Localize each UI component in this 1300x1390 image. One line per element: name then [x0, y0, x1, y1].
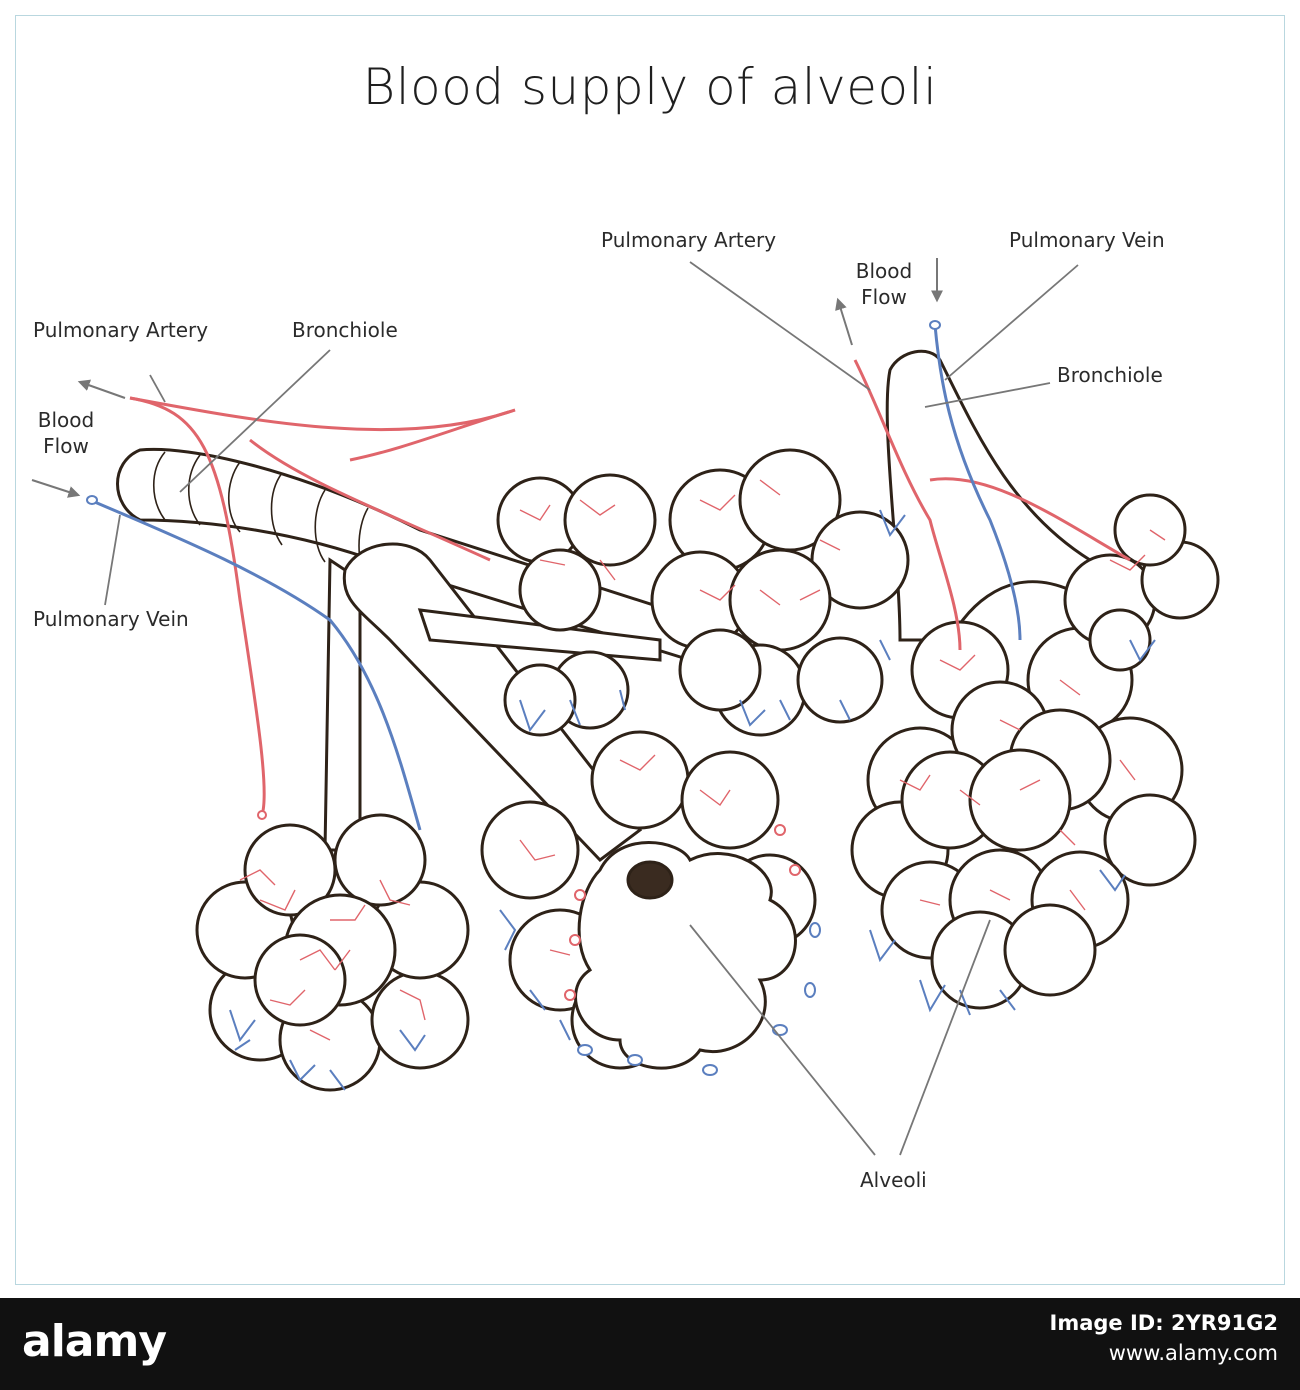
label-right-bronchiole: Bronchiole	[1057, 363, 1163, 387]
site-url: www.alamy.com	[1108, 1341, 1278, 1365]
brand-logo: alamy	[22, 1316, 167, 1367]
label-left-blood-flow: Blood Flow	[37, 408, 95, 458]
watermark-footer: alamy Image ID: 2YR91G2 www.alamy.com	[0, 1298, 1300, 1390]
image-id-block: Image ID: 2YR91G2 www.alamy.com	[1050, 1308, 1278, 1368]
label-right-pulmonary-vein: Pulmonary Vein	[1009, 228, 1165, 252]
image-id: Image ID: 2YR91G2	[1049, 1311, 1278, 1335]
alveoli-cluster-center	[480, 730, 817, 1070]
diagram-title: Blood supply of alveoli	[362, 58, 938, 116]
vein-end-rings	[86, 320, 941, 1076]
alveoli-cluster-right	[850, 620, 1197, 1010]
label-right-pulmonary-artery: Pulmonary Artery	[601, 228, 777, 252]
alveoli-cluster-top-right	[650, 448, 910, 737]
center-branch-tube	[342, 542, 662, 862]
artery-end-rings	[257, 810, 801, 1001]
diagram-frame	[15, 15, 1285, 1285]
label-left-pulmonary-artery: Pulmonary Artery	[33, 318, 209, 342]
label-left-pulmonary-vein: Pulmonary Vein	[33, 607, 189, 631]
pulmonary-vein-vessels	[89, 324, 1022, 831]
alveoli-diagram	[31, 258, 1220, 1156]
label-left-bronchiole: Bronchiole	[292, 318, 398, 342]
vein-venules	[229, 509, 1156, 1091]
label-right-blood-flow: Blood Flow	[855, 259, 913, 309]
pulmonary-artery-vessels	[129, 359, 1131, 816]
blood-flow-arrows	[31, 258, 943, 498]
artery-capillaries	[239, 479, 1166, 1041]
leader-lines	[104, 261, 1079, 1156]
alveoli-cluster-top-middle	[496, 473, 657, 737]
label-alveoli: Alveoli	[860, 1168, 927, 1192]
